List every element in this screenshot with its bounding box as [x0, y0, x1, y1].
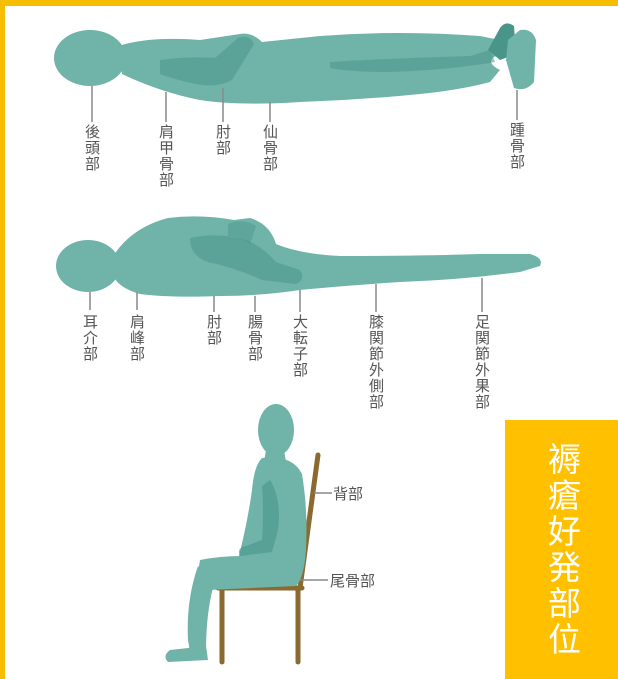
label-elbow-supine: 肘部 [214, 124, 231, 156]
label-coccyx: 尾骨部 [330, 570, 375, 591]
label-ankle: 足関節外果部 [473, 314, 490, 410]
sitting-body [165, 404, 306, 662]
supine-body [54, 23, 536, 103]
label-occiput: 後頭部 [83, 124, 100, 172]
label-ear: 耳介部 [81, 314, 98, 362]
label-sacrum: 仙骨部 [261, 124, 278, 172]
label-acromion: 肩峰部 [128, 314, 145, 362]
supine-foot-front [506, 30, 536, 89]
sitting-foot [165, 646, 208, 662]
page-title: 褥瘡好発部位 [542, 442, 582, 658]
label-heel: 踵骨部 [508, 122, 525, 170]
lateral-torso [112, 216, 541, 296]
label-ilium: 腸骨部 [246, 314, 263, 362]
lateral-head [56, 240, 120, 292]
label-knee: 膝関節外側部 [367, 314, 384, 410]
sitting-head [258, 404, 294, 456]
label-trochanter: 大転子部 [291, 314, 308, 378]
supine-head [54, 30, 126, 86]
title-box: 褥瘡好発部位 [505, 420, 618, 679]
lateral-body [56, 216, 541, 296]
label-elbow-lateral: 肘部 [205, 314, 222, 346]
label-scapula: 肩甲骨部 [157, 124, 174, 188]
label-back: 背部 [333, 483, 363, 504]
